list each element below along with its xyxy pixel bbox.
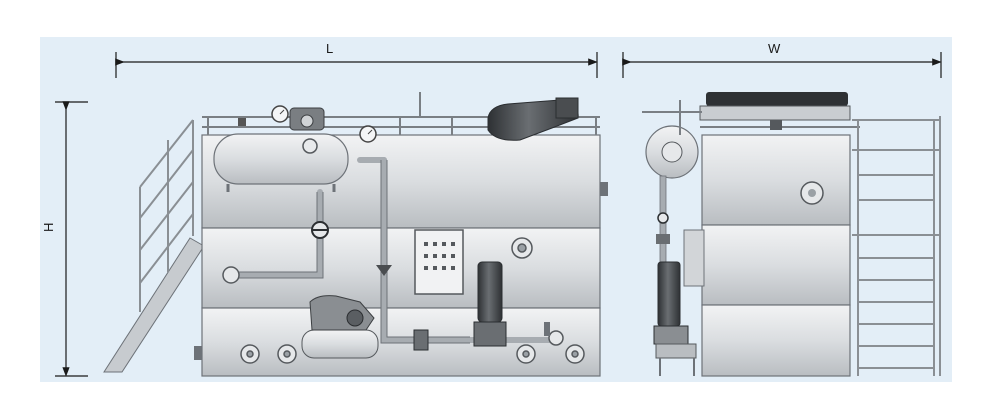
pressure-vessel [213, 133, 349, 192]
vertical-pump [473, 261, 507, 347]
top-valve-assembly [238, 107, 325, 131]
height-label: H [41, 222, 56, 232]
length-label: L [326, 41, 334, 56]
front-view [103, 92, 608, 377]
control-panel [414, 229, 464, 295]
flange-nozzles [222, 237, 585, 364]
width-label: W [768, 41, 781, 56]
valve-icon [311, 221, 429, 351]
dimension-L [115, 52, 598, 78]
side-stairs [852, 116, 941, 376]
side-piping [656, 175, 705, 287]
access-ramp [103, 119, 205, 373]
piping-outline [232, 160, 470, 344]
side-view [642, 92, 941, 377]
air-compressor [301, 295, 379, 359]
dimension-W [622, 52, 942, 78]
side-pump [653, 261, 697, 376]
side-tank-body [701, 134, 851, 377]
scraper-drive [487, 97, 579, 141]
side-stubs [194, 182, 608, 360]
gauge-icon [271, 105, 377, 143]
dimension-H [55, 101, 88, 377]
side-scraper [699, 92, 860, 130]
side-pressure-vessel [642, 100, 702, 179]
